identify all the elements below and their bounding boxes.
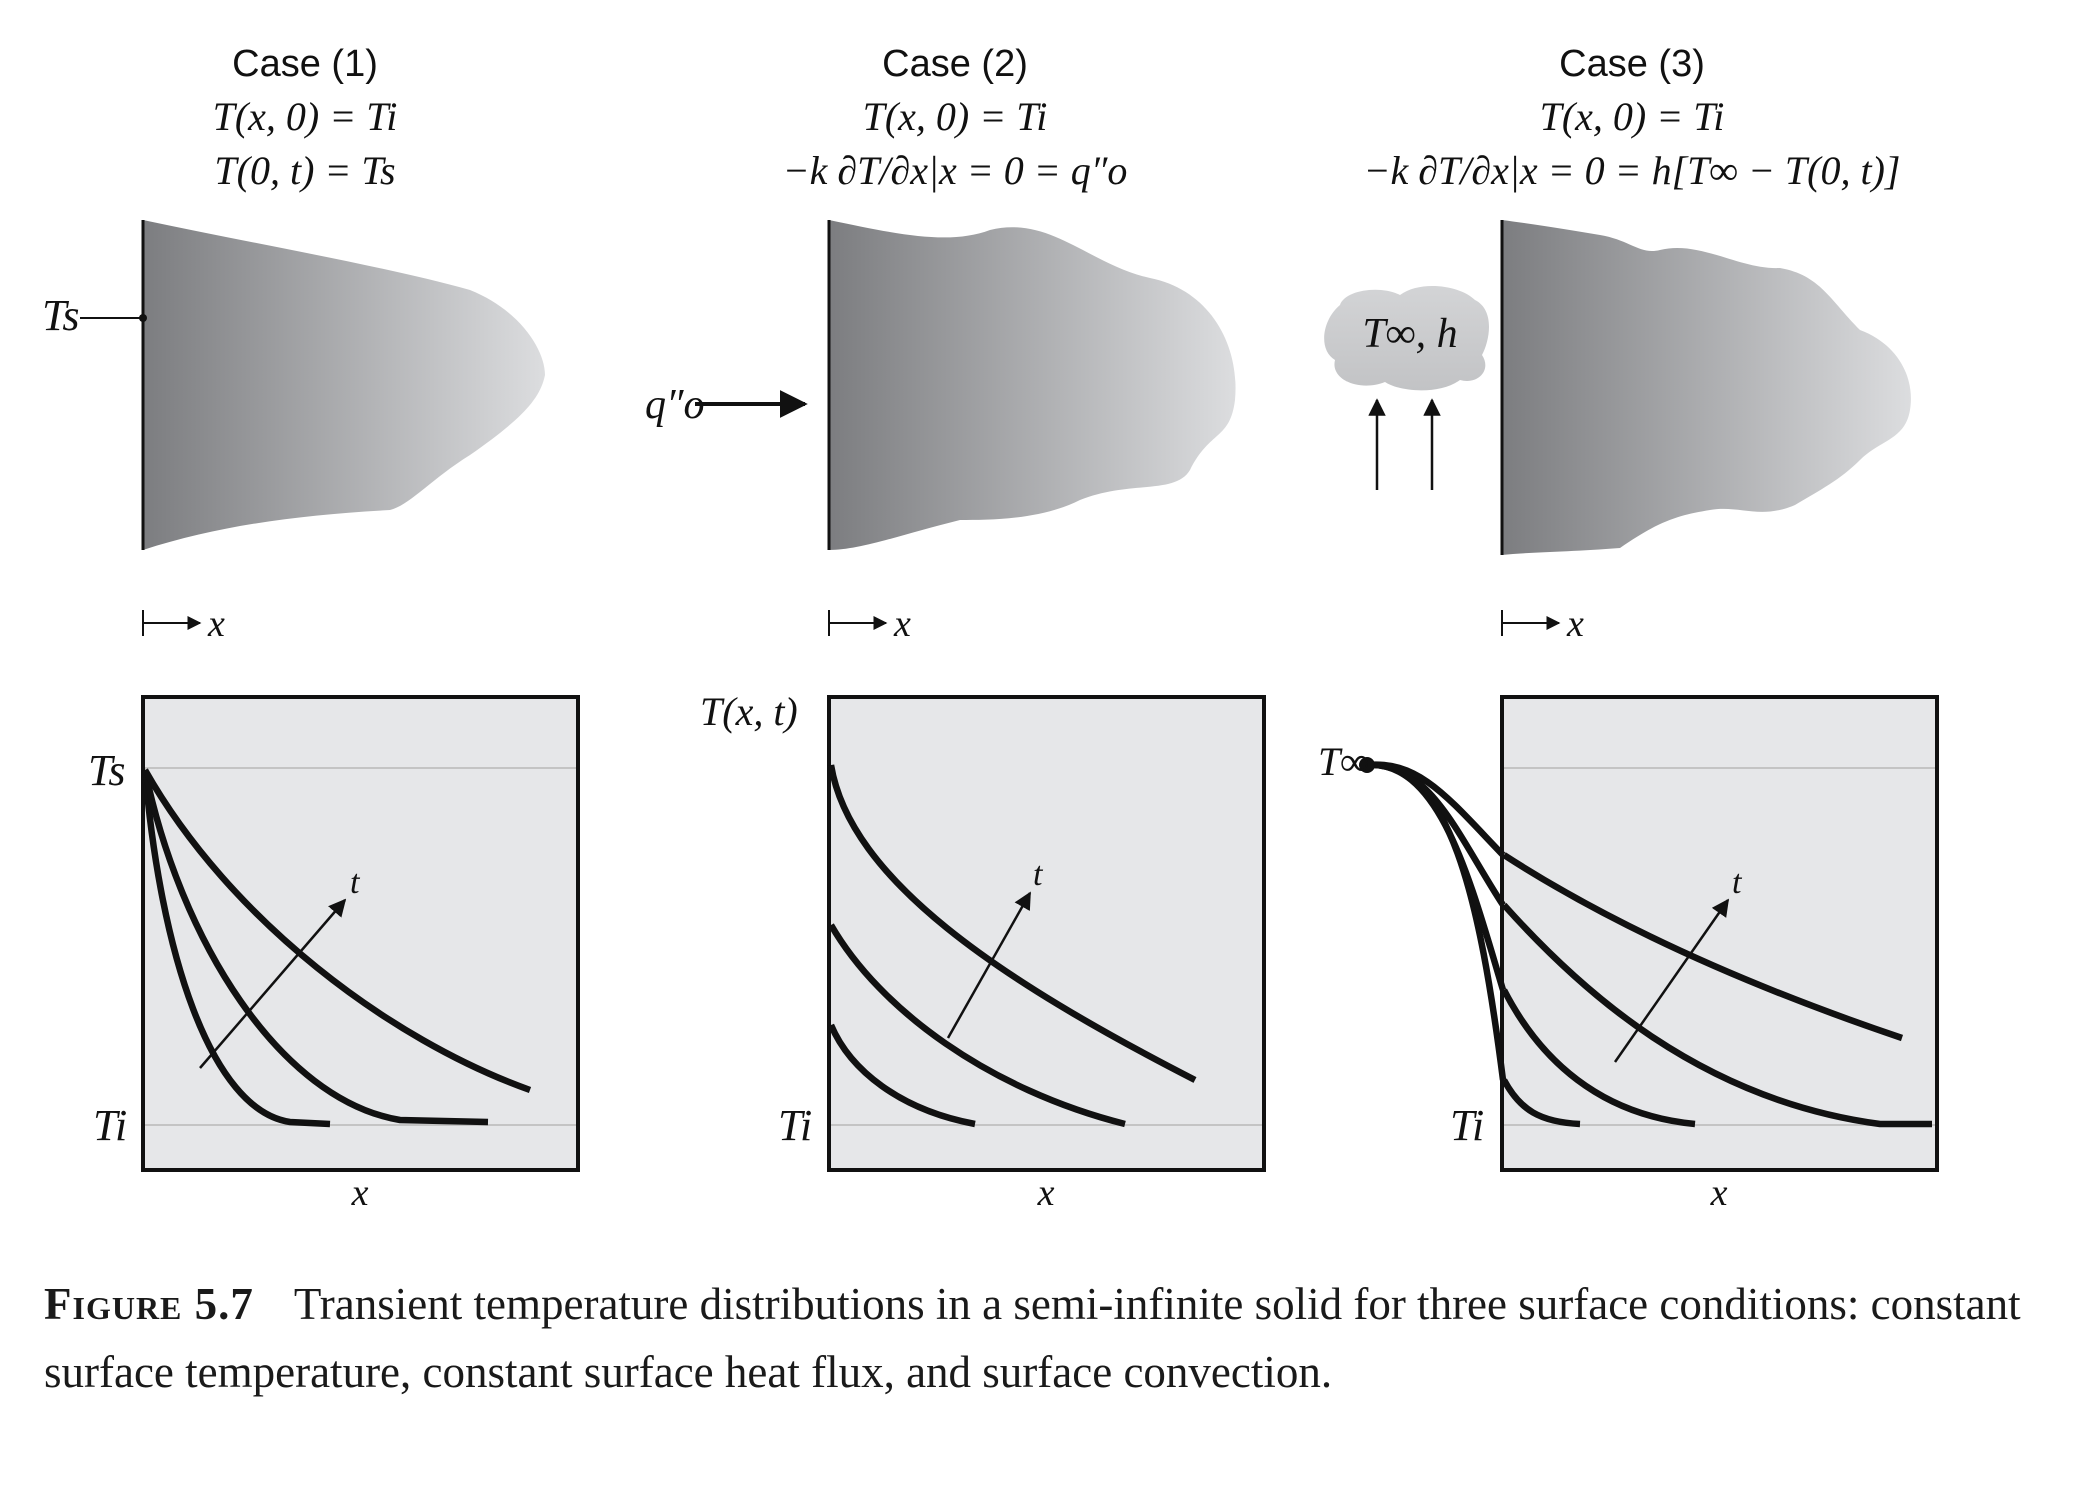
case-2-x-axis-indicator: x — [828, 603, 911, 645]
case-3-surface-label: T∞, h — [1362, 311, 1457, 357]
case-3-initial-condition: T(x, 0) = Ti — [1540, 94, 1725, 139]
case-1-plot-x-label: x — [351, 1172, 369, 1214]
case-3-boundary-condition: −k ∂T/∂x|x = 0 = h[T∞ − T(0, t)] — [1363, 148, 1900, 193]
case-3-ambient-cloud — [1324, 285, 1490, 391]
case-1-surface-point — [139, 314, 147, 322]
case-1-top-label: Ts — [88, 746, 126, 795]
case-3-curve-early — [1501, 1078, 1581, 1128]
case-2-title: Case (2) — [882, 43, 1028, 85]
case-1-title: Case (1) — [232, 43, 378, 85]
figure-caption-text: Transient temperature distributions in a… — [44, 1279, 2021, 1397]
case-3-curve-3 — [1501, 902, 1932, 1128]
case-3-time-label: t — [1732, 864, 1743, 901]
figure-label: Figure 5.7 — [44, 1279, 254, 1329]
case-1-time-label: t — [350, 864, 361, 901]
case-2-x-indicator-label: x — [893, 603, 911, 645]
case-2-bottom-label: Ti — [778, 1101, 812, 1150]
case-1-curve-late — [142, 768, 532, 1094]
case-1-plot: t Ts Ti x — [88, 695, 580, 1214]
case-2-initial-condition: T(x, 0) = Ti — [863, 94, 1048, 139]
case-2-solid — [829, 220, 1236, 550]
case-1-x-indicator-label: x — [207, 603, 225, 645]
case-3-title: Case (3) — [1559, 43, 1705, 85]
case-2-time-label: t — [1033, 856, 1044, 893]
case-2-curve-mid — [828, 923, 1126, 1128]
case-3-plot-frame — [1500, 695, 1939, 1172]
case-2-plot-x-label: x — [1037, 1172, 1055, 1214]
case-2-boundary-condition: −k ∂T/∂x|x = 0 = q″o — [783, 148, 1128, 193]
case-3-top-label: T∞ — [1318, 739, 1369, 784]
case-1-curve-mid — [141, 769, 489, 1126]
case-3-x-indicator-label: x — [1566, 603, 1584, 645]
case-2-surface-label: q″o — [645, 382, 705, 428]
case-3-time-arrow — [1613, 898, 1730, 1063]
case-1-solid — [143, 220, 545, 550]
case-3-curve-late — [1502, 852, 1904, 1042]
case-1-bottom-label: Ti — [93, 1101, 127, 1150]
case-2-plot: t T(x, t) Ti x — [700, 689, 1266, 1214]
case-3-curve-2 — [1501, 988, 1696, 1128]
case-1-x-axis-indicator: x — [142, 603, 225, 645]
case-1-boundary-condition: T(0, t) = Ts — [214, 148, 395, 193]
case-1: Case (1) T(x, 0) = Ti T(0, t) = Ts Ts x … — [42, 43, 580, 1214]
case-3-ambient-point — [1359, 757, 1375, 773]
case-2-curve-early — [828, 1023, 976, 1128]
case-3-solid — [1502, 220, 1911, 555]
figure-diagram: Case (1) T(x, 0) = Ti T(0, t) = Ts Ts x … — [42, 43, 1939, 1214]
case-3-fluid-curve-late — [1366, 761, 1506, 858]
case-1-surface-label: Ts — [42, 291, 80, 340]
case-2-plot-frame — [827, 695, 1266, 1172]
case-1-initial-condition: T(x, 0) = Ti — [213, 94, 398, 139]
case-1-curve-early — [141, 769, 331, 1128]
case-2-curve-late — [827, 764, 1197, 1083]
case-3-bottom-label: Ti — [1450, 1101, 1484, 1150]
case-2-top-label: T(x, t) — [700, 689, 798, 734]
case-1-time-arrow — [199, 898, 347, 1069]
case-1-plot-frame — [141, 695, 580, 1172]
case-3: Case (3) T(x, 0) = Ti −k ∂T/∂x|x = 0 = h… — [1318, 43, 1939, 1214]
case-3-x-axis-indicator: x — [1501, 603, 1584, 645]
case-2: Case (2) T(x, 0) = Ti −k ∂T/∂x|x = 0 = q… — [645, 43, 1266, 1214]
case-3-plot: t T∞ Ti x — [1318, 695, 1939, 1214]
case-3-plot-x-label: x — [1710, 1172, 1728, 1214]
case-2-time-arrow — [946, 891, 1032, 1039]
